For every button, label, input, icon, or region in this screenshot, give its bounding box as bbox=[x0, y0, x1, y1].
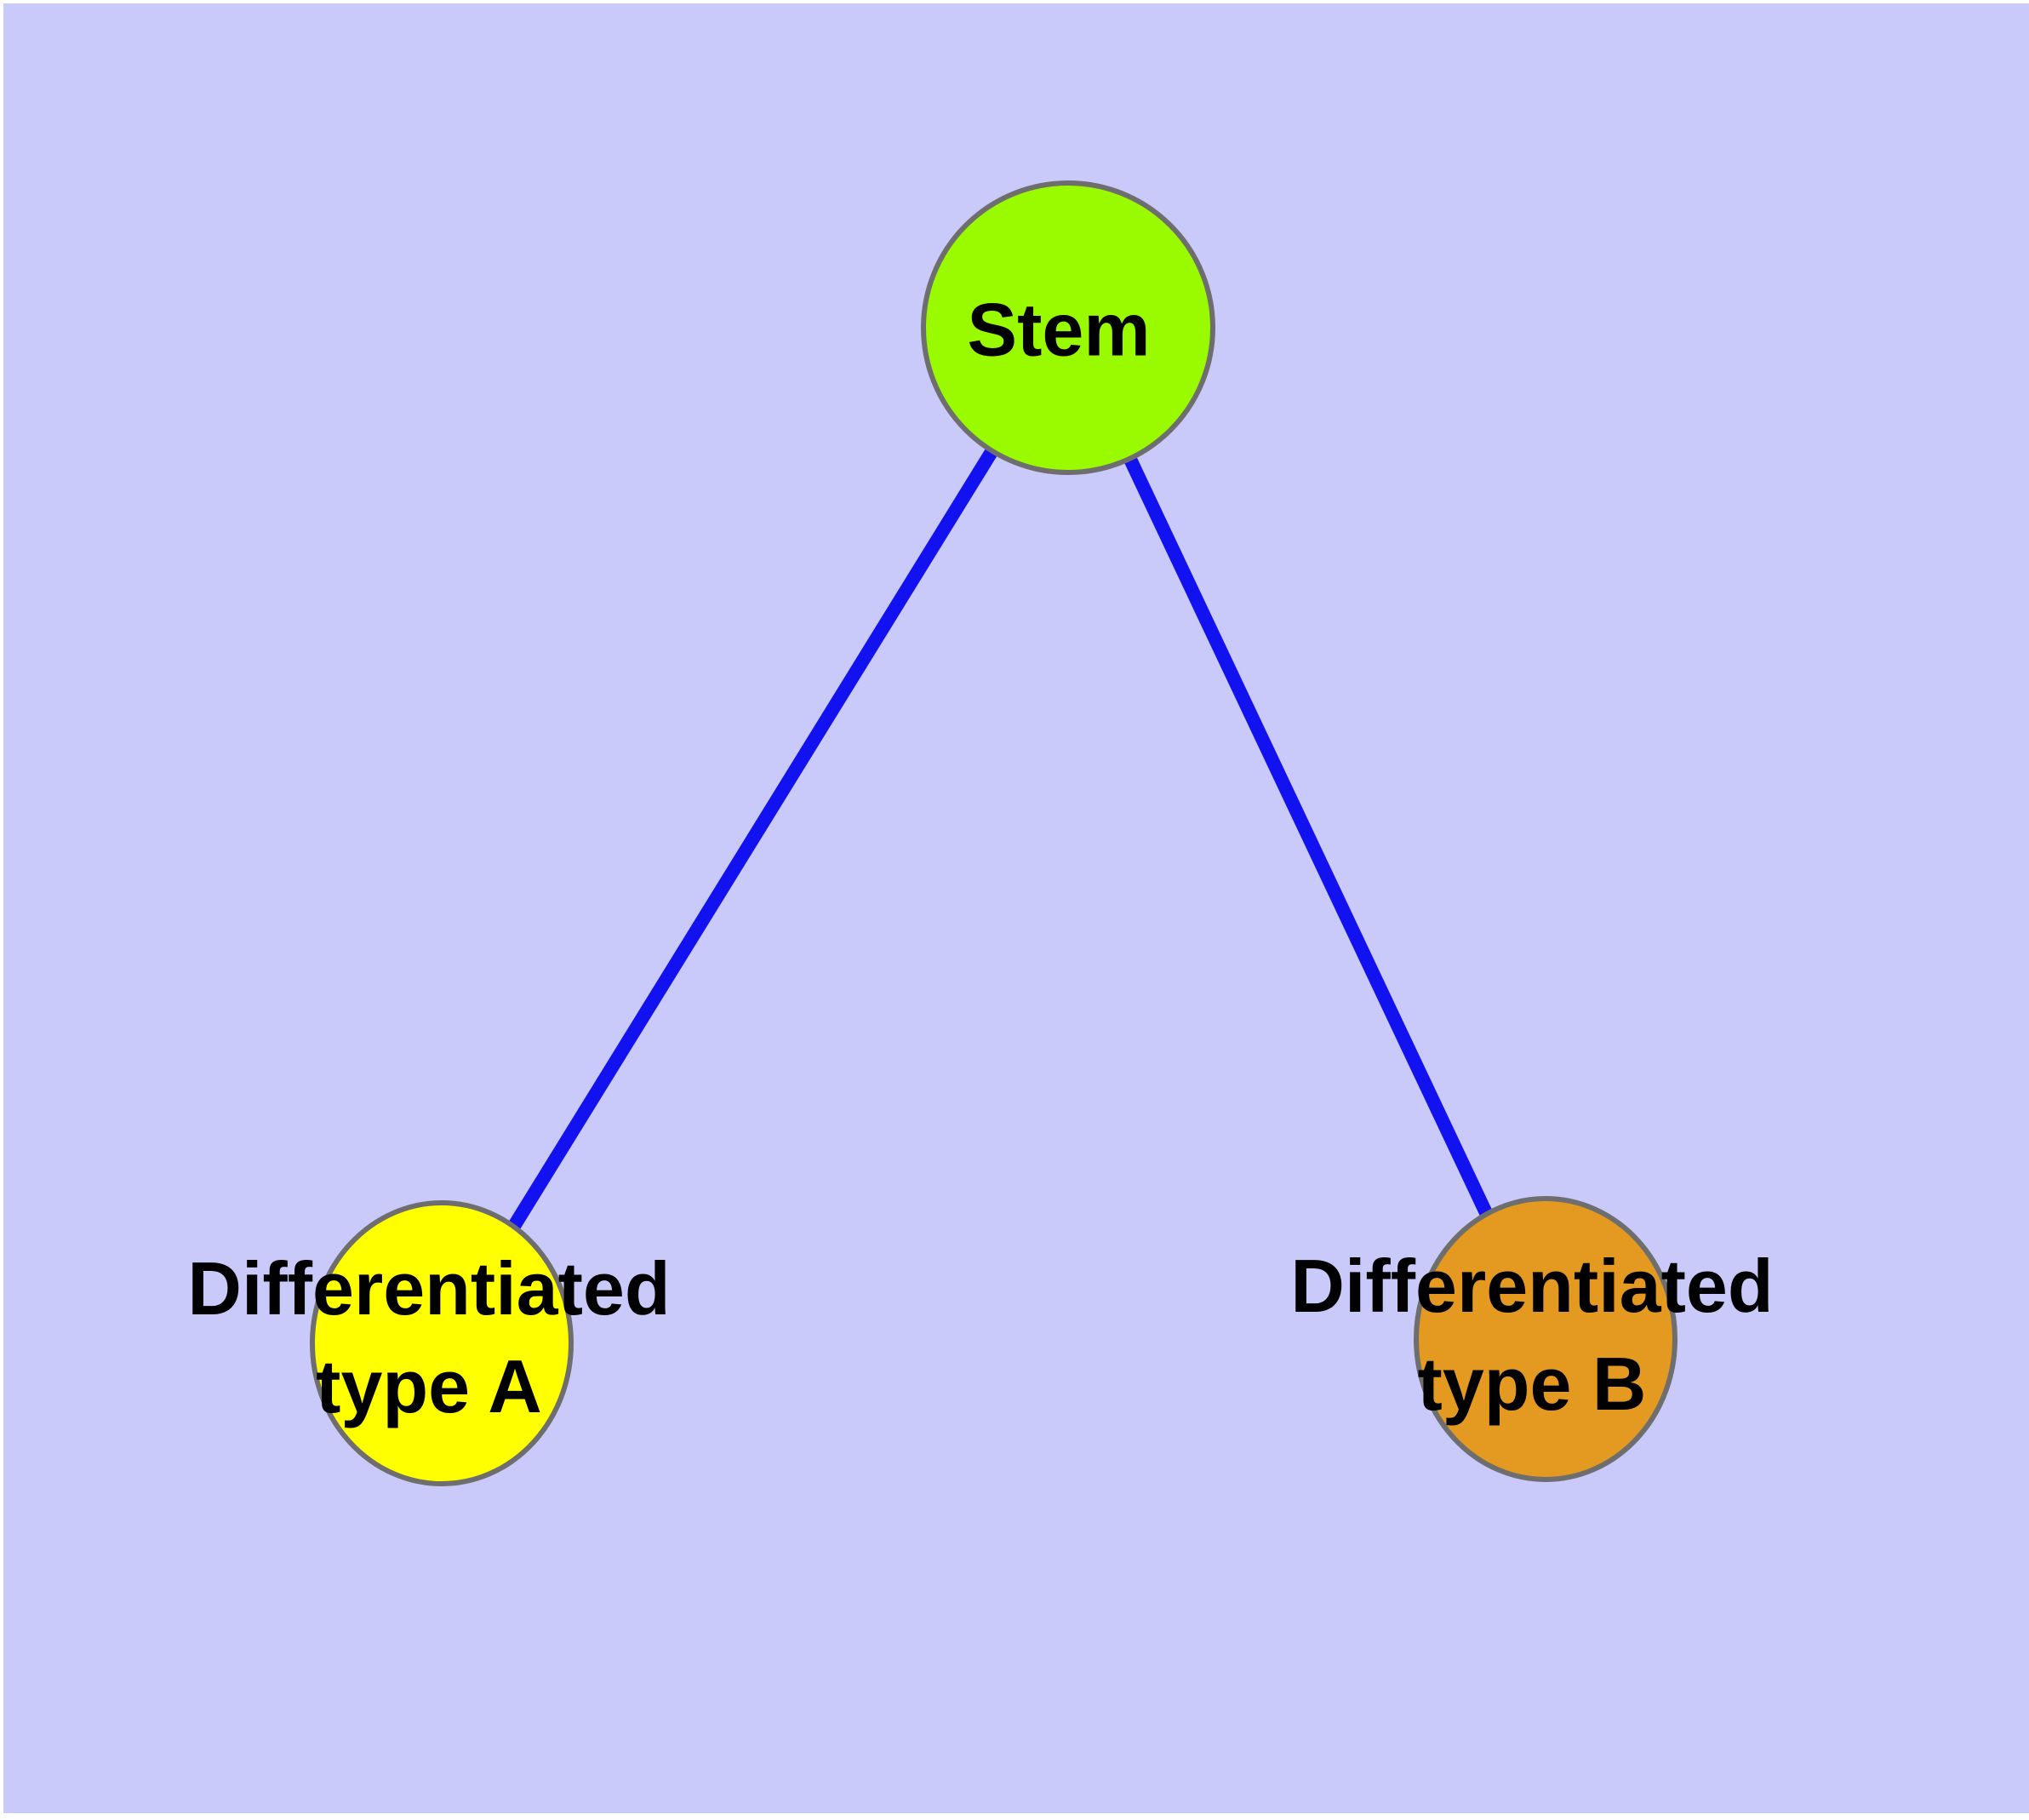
edge-stem-to-type-b bbox=[1061, 324, 1552, 1342]
edge-stem-to-type-a bbox=[436, 323, 1074, 1348]
stem-node bbox=[921, 180, 1215, 475]
differentiated-type-b-node bbox=[1414, 1196, 1677, 1482]
differentiated-type-a-node bbox=[310, 1200, 574, 1486]
